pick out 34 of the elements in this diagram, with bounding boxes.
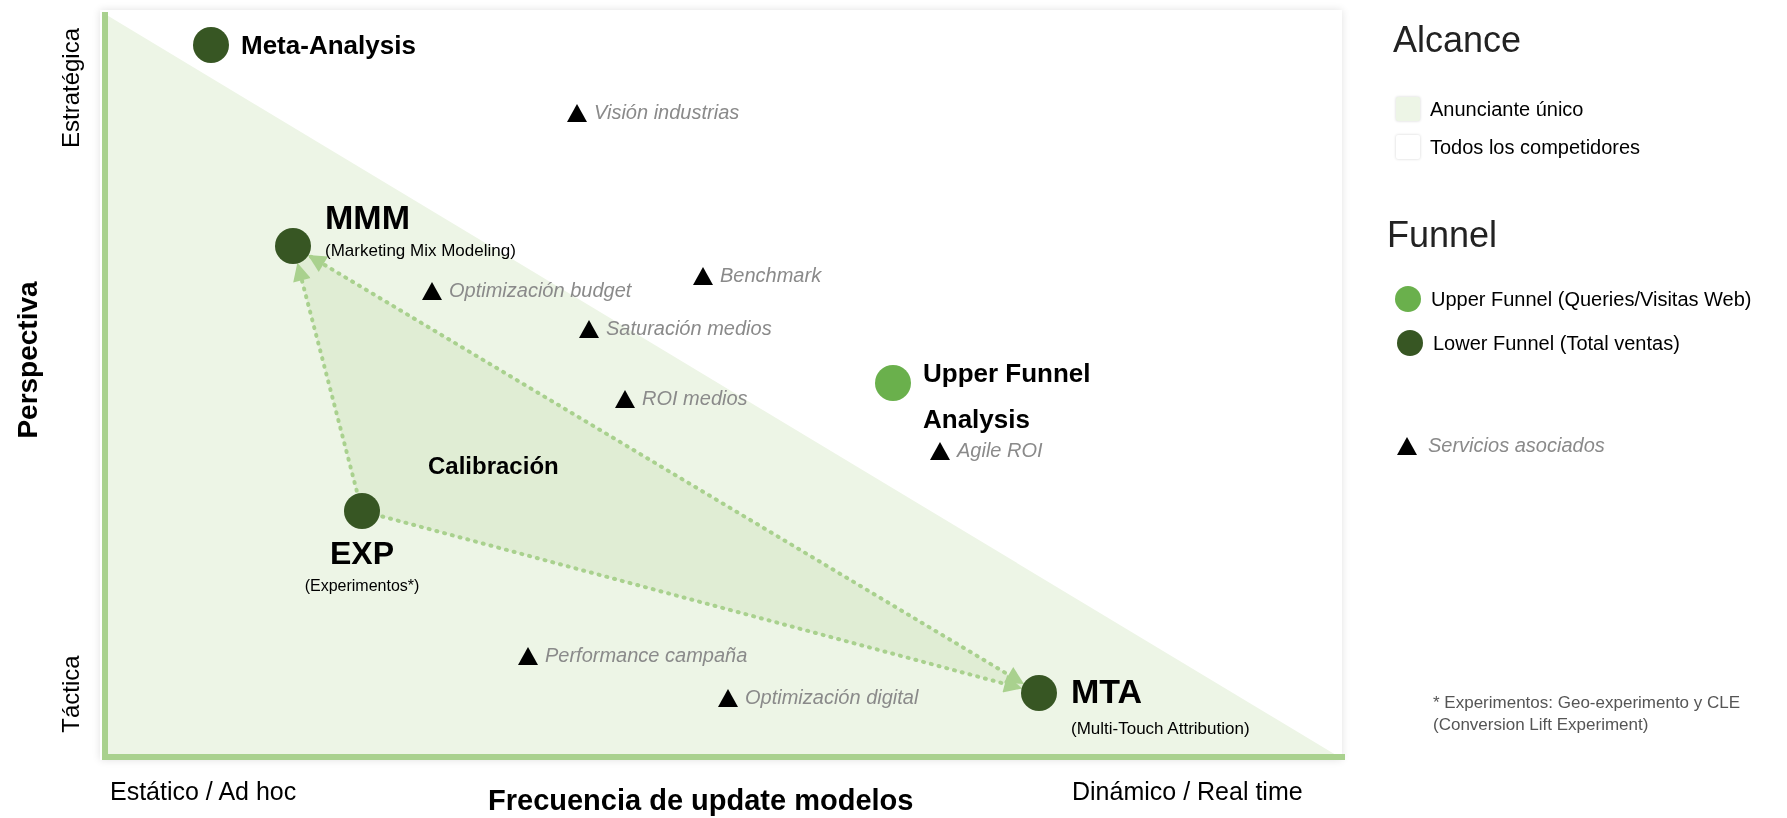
model-title: MMM [325, 197, 410, 238]
legend-label: Todos los competidores [1430, 135, 1641, 159]
service-label: Optimización budget [449, 279, 632, 302]
legend-label: Lower Funnel (Total ventas) [1433, 331, 1680, 355]
legend-label: Upper Funnel (Queries/Visitas Web) [1431, 287, 1752, 311]
model-title: Meta-Analysis [241, 29, 416, 62]
legend-heading: Funnel [1387, 213, 1498, 257]
dotted-arrow [307, 254, 1025, 685]
footnote: * Experimentos: Geo-experimento y CLE (Conversion Lift Experiment) [1433, 692, 1742, 737]
axis-label: Frecuencia de update modelos [488, 783, 914, 818]
service-label: Optimización digital [745, 686, 919, 709]
model-title: MTA [1071, 671, 1143, 712]
service-label: Agile ROI [957, 439, 1043, 462]
service-label: ROI medios [642, 387, 748, 410]
legend-label: Anunciante único [1430, 97, 1584, 121]
model-subtitle: (Experimentos*) [303, 576, 421, 596]
dotted-arrow [380, 514, 1023, 693]
axis-label: Perspectiva [10, 281, 44, 439]
model-title: Upper Funnel Analysis [923, 357, 1092, 436]
axis-label: Dinámico / Real time [1072, 776, 1303, 807]
service-label: Visión industrias [594, 101, 740, 124]
axis-label: Estratégica [56, 27, 86, 149]
model-subtitle: (Multi-Touch Attribution) [1071, 718, 1250, 740]
axis-label: Calibración [428, 451, 559, 481]
axis-label: Táctica [56, 655, 86, 733]
service-label: Performance campaña [545, 644, 748, 667]
model-title: EXP [329, 534, 395, 573]
legend-heading: Alcance [1393, 18, 1522, 62]
service-label: Saturación medios [606, 317, 772, 340]
axis-label: Estático / Ad hoc [110, 776, 297, 807]
model-subtitle: (Marketing Mix Modeling) [325, 240, 516, 262]
service-label: Benchmark [720, 264, 822, 287]
legend-label: Servicios asociados [1428, 434, 1605, 457]
dotted-arrow [293, 262, 359, 493]
